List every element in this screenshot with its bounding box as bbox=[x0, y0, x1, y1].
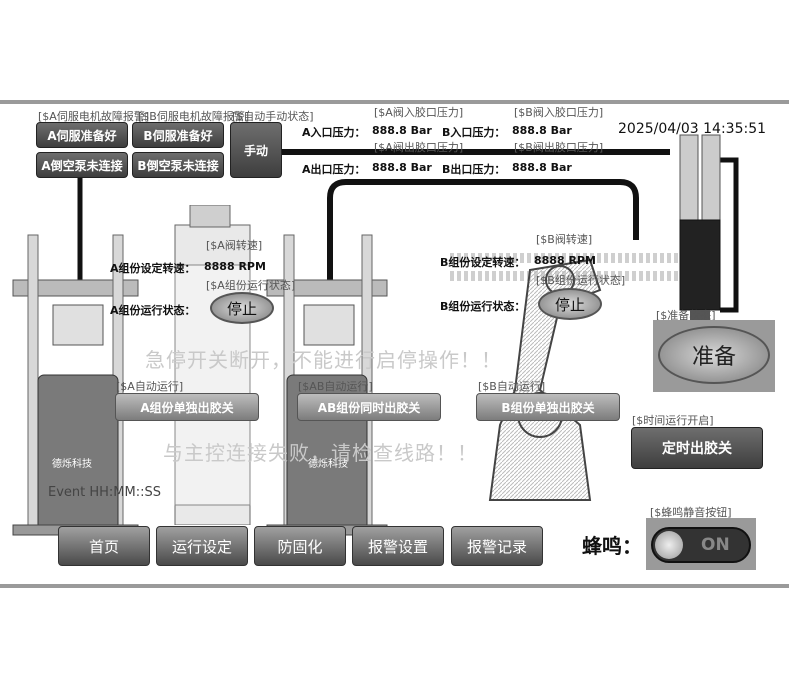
tag-buzzer-mute: [$蜂鸣静音按钮] bbox=[650, 506, 732, 519]
buzzer-label: 蜂鸣： bbox=[582, 534, 642, 558]
b-single-dispense-button[interactable]: B组份单独出胶关 bbox=[476, 393, 620, 421]
nav-alarm-settings[interactable]: 报警设置 bbox=[352, 526, 444, 566]
tag-a-valve-speed: [$A阀转速] bbox=[206, 239, 263, 252]
a-servo-ready-indicator: A伺服准备好 bbox=[36, 122, 128, 148]
b-servo-ready-indicator: B伺服准备好 bbox=[132, 122, 224, 148]
pump-machine-a-illustration bbox=[12, 234, 139, 536]
estop-alarm-message: 急停开关断开，不能进行启停操作！！ bbox=[145, 348, 502, 372]
b-out-pressure-label: B出口压力： bbox=[442, 163, 506, 176]
b-out-pressure-value: 888.8 Bar bbox=[512, 161, 572, 174]
b-in-pressure-label: B入口压力： bbox=[442, 126, 506, 139]
tag-a-servo-fault: [$A伺服电机故障报警] bbox=[38, 110, 150, 123]
a-run-state-indicator: 停止 bbox=[210, 292, 274, 324]
b-run-state-indicator: 停止 bbox=[538, 288, 602, 320]
tag-a-in-pressure: [$A阀入胶口压力] bbox=[374, 106, 464, 119]
nav-run-settings[interactable]: 运行设定 bbox=[156, 526, 248, 566]
a-in-pressure-label: A入口压力： bbox=[302, 126, 366, 139]
ready-indicator: 准备 bbox=[658, 326, 770, 384]
a-in-pressure-value: 888.8 Bar bbox=[372, 124, 432, 137]
tag-b-valve-speed: [$B阀转速] bbox=[536, 233, 593, 246]
event-time: Event HH:MM::SS bbox=[48, 485, 162, 500]
timer-dispense-button[interactable]: 定时出胶关 bbox=[631, 427, 763, 469]
tag-ready-state: [$准备状态] bbox=[656, 309, 716, 322]
b-state-label: B组份运行状态： bbox=[440, 300, 526, 313]
a-pump-disconnected-indicator: A倒空泵未连接 bbox=[36, 152, 128, 178]
tag-a-run-state: [$A组份运行状态] bbox=[206, 279, 296, 292]
tag-b-out-pressure: [$B阀出胶口压力] bbox=[514, 141, 604, 154]
comm-alarm-message: 与主控连接失败，请检查线路！！ bbox=[163, 441, 478, 465]
tag-a-out-pressure: [$A阀出胶口压力] bbox=[374, 141, 464, 154]
tag-b-servo-fault: [$B伺服电机故障报警] bbox=[138, 110, 250, 123]
nav-anti-curing[interactable]: 防固化 bbox=[254, 526, 346, 566]
a-speed-value: 8888 RPM bbox=[204, 260, 266, 273]
nav-home[interactable]: 首页 bbox=[58, 526, 150, 566]
ab-together-dispense-button[interactable]: AB组份同时出胶关 bbox=[297, 393, 441, 421]
dispense-valve-illustration bbox=[679, 134, 721, 324]
b-speed-label: B组份设定转速： bbox=[440, 256, 526, 269]
buzzer-toggle-text: ON bbox=[701, 535, 730, 555]
a-out-pressure-label: A出口压力： bbox=[302, 163, 366, 176]
b-in-pressure-value: 888.8 Bar bbox=[512, 124, 572, 137]
nav-alarm-records[interactable]: 报警记录 bbox=[451, 526, 543, 566]
tag-ab-auto-run: [$AB自动运行] bbox=[298, 380, 373, 393]
tag-b-in-pressure: [$B阀入胶口压力] bbox=[514, 106, 604, 119]
tag-timer-run: [$时间运行开启] bbox=[632, 414, 714, 427]
tag-b-run-state: [$B组份运行状态] bbox=[536, 274, 626, 287]
a-state-label: A组份运行状态： bbox=[110, 304, 196, 317]
a-speed-label: A组份设定转速： bbox=[110, 262, 196, 275]
a-single-dispense-button[interactable]: A组份单独出胶关 bbox=[115, 393, 259, 421]
b-speed-value: 8888 RPM bbox=[534, 254, 596, 267]
datetime-display: 2025/04/03 14:35:51 bbox=[618, 121, 767, 137]
buzzer-toggle[interactable]: ON bbox=[651, 527, 751, 563]
toggle-knob bbox=[655, 531, 683, 559]
logo-text-b: 德烁科技 bbox=[308, 459, 348, 470]
manual-button[interactable]: 手动 bbox=[230, 122, 282, 178]
b-pump-disconnected-indicator: B倒空泵未连接 bbox=[132, 152, 224, 178]
tag-b-auto-run: [$B自动运行] bbox=[478, 380, 546, 393]
tag-a-auto-run: [$A自动运行] bbox=[116, 380, 184, 393]
tag-auto-manual: [$自动手动状态] bbox=[232, 110, 314, 123]
logo-text-a: 德烁科技 bbox=[52, 459, 92, 470]
a-out-pressure-value: 888.8 Bar bbox=[372, 161, 432, 174]
